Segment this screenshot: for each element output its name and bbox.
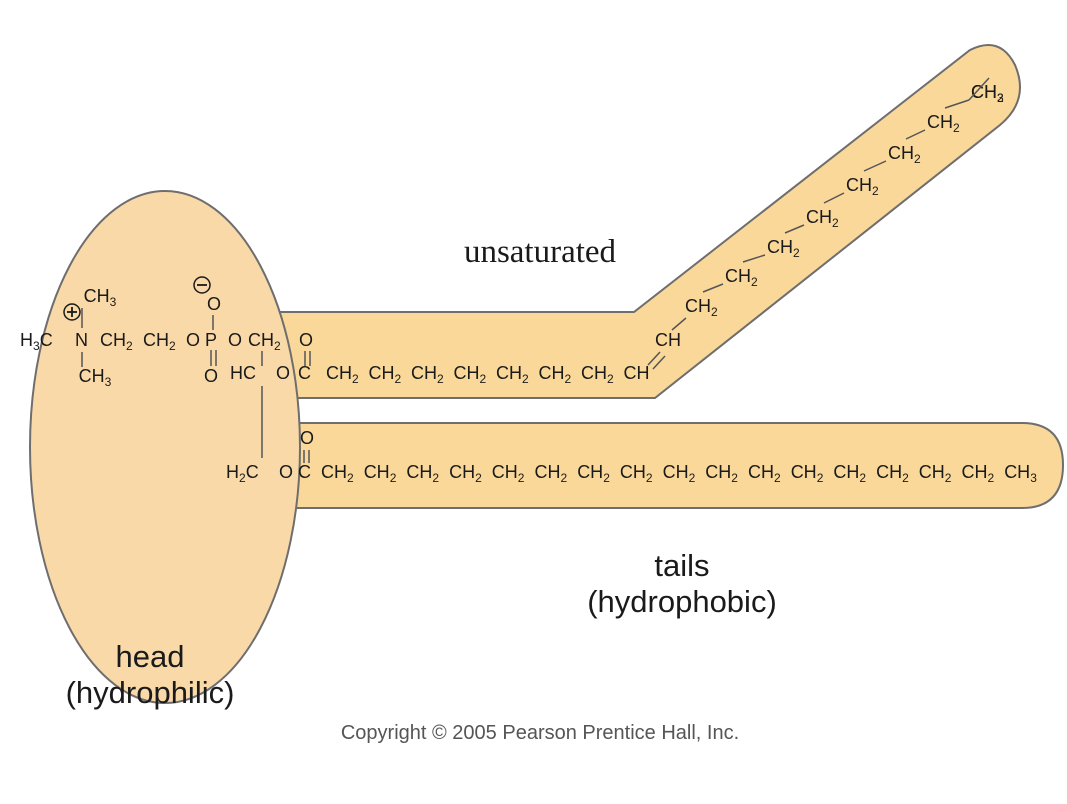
lower-chain-unit-12: CH2 xyxy=(791,462,824,485)
minus-charge-icon xyxy=(193,276,211,294)
diagonal-chain-unit-1: CH2 xyxy=(685,296,718,319)
diagonal-chain-unit-2: CH2 xyxy=(725,266,758,289)
lower-chain-unit-4: CH2 xyxy=(449,462,482,485)
diagonal-bond-5 xyxy=(863,160,887,172)
ester1-o: O xyxy=(276,363,290,383)
lower-chain-unit-10: CH2 xyxy=(705,462,738,485)
diagonal-chain-unit-6: CH2 xyxy=(888,143,921,166)
upper-chain-unit-6: CH2 xyxy=(539,363,572,386)
lower-chain-unit-1: CH2 xyxy=(321,462,354,485)
phosphate-p: P xyxy=(205,330,217,350)
diagonal-bond-3 xyxy=(784,224,805,234)
lower-tail-shape xyxy=(261,422,1065,509)
ester2-c: C xyxy=(298,462,311,482)
upper-chain-unit-2: CH2 xyxy=(369,363,402,386)
ester1-c: C xyxy=(298,363,311,383)
diagonal-bond-7 xyxy=(944,99,970,109)
diagonal-chain-unit-4: CH2 xyxy=(806,207,839,230)
double-bond-line-2 xyxy=(652,355,666,370)
double-bond-line-1 xyxy=(647,351,661,366)
double-bond-ch: CH xyxy=(655,330,681,350)
tails-label: tails xyxy=(654,548,709,583)
choline-h3c: H3C xyxy=(20,330,53,353)
head-sublabel: (hydrophilic) xyxy=(66,675,235,710)
diagonal-bond-4 xyxy=(823,192,845,204)
diagonal-bond-0 xyxy=(671,317,687,331)
upper-chain-unit-4: CH2 xyxy=(454,363,487,386)
choline-ch3-bottom: CH3 xyxy=(79,366,112,389)
upper-tail-shape xyxy=(261,44,1021,399)
upper-chain-unit-3: CH2 xyxy=(411,363,444,386)
lower-chain-unit-6: CH2 xyxy=(535,462,568,485)
choline-ch3-top: CH3 xyxy=(84,286,117,309)
copyright-text: Copyright © 2005 Pearson Prentice Hall, … xyxy=(341,722,739,744)
choline-n: N xyxy=(75,330,88,350)
diagonal-chain-unit-9: CH3 xyxy=(971,82,1004,105)
tails-sublabel: (hydrophobic) xyxy=(587,584,777,619)
lower-chain-unit-11: CH2 xyxy=(748,462,781,485)
ester2-o: O xyxy=(279,462,293,482)
lower-chain-unit-14: CH2 xyxy=(876,462,909,485)
diagonal-bond-1 xyxy=(702,283,724,293)
linker-ch2-1: CH2 xyxy=(100,330,133,353)
phosphate-o-right: O xyxy=(228,330,242,350)
lower-chain-unit-17: CH3 xyxy=(1004,462,1037,485)
ester2-o-carbonyl: O xyxy=(300,428,314,448)
head-shape xyxy=(29,190,301,704)
unsaturated-label: unsaturated xyxy=(464,234,617,270)
upper-chain-unit-1: CH2 xyxy=(326,363,359,386)
diagonal-chain-unit-8: CH2 xyxy=(971,82,1004,105)
lower-chain-unit-13: CH2 xyxy=(833,462,866,485)
diagonal-chain-unit-5: CH2 xyxy=(846,175,879,198)
lower-chain-unit-3: CH2 xyxy=(406,462,439,485)
linker-ch2-2: CH2 xyxy=(143,330,176,353)
lower-chain-unit-7: CH2 xyxy=(577,462,610,485)
lower-chain-unit-9: CH2 xyxy=(663,462,696,485)
ester1-o-carbonyl: O xyxy=(299,330,313,350)
glycerol-ch2: CH2 xyxy=(248,330,281,353)
upper-chain-unit-8: CH xyxy=(624,363,650,383)
glycerol-hc: HC xyxy=(230,363,256,383)
linker-o-1: O xyxy=(186,330,200,350)
diagonal-chain-unit-3: CH2 xyxy=(767,237,800,260)
diagonal-bond-2 xyxy=(742,254,766,263)
diagonal-bond-8 xyxy=(968,77,990,101)
upper-chain-unit-7: CH2 xyxy=(581,363,614,386)
diagonal-chain-unit-7: CH2 xyxy=(927,112,960,135)
lower-chain-unit-15: CH2 xyxy=(919,462,952,485)
lower-chain-unit-16: CH2 xyxy=(962,462,995,485)
diagonal-bond-6 xyxy=(905,129,926,140)
phosphate-o-bottom: O xyxy=(204,366,218,386)
plus-charge-icon xyxy=(63,303,81,321)
lower-chain-unit-5: CH2 xyxy=(492,462,525,485)
upper-chain-unit-5: CH2 xyxy=(496,363,529,386)
phosphate-o-top: O xyxy=(207,294,221,314)
lower-chain-unit-8: CH2 xyxy=(620,462,653,485)
glycerol-h2c: H2C xyxy=(226,462,259,485)
lower-chain-unit-2: CH2 xyxy=(364,462,397,485)
head-label: head xyxy=(116,639,185,674)
